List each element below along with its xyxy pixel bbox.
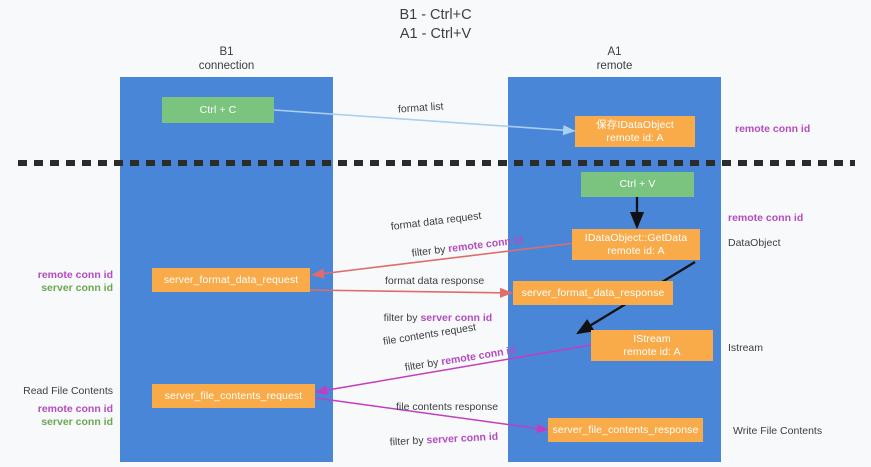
diagram-title: B1 - Ctrl+C A1 - Ctrl+V <box>399 7 472 42</box>
annotation-left-remote-conn-id-2: remote conn id <box>37 403 113 415</box>
annotation-left-server-conn-id-2: server conn id <box>41 416 113 428</box>
box-istream[interactable]: IStream remote id: A <box>591 330 713 361</box>
server-conn-id-key: server conn id <box>420 312 493 324</box>
box-idataobject-getdata[interactable]: IDataObject::GetData remote id: A <box>572 229 700 260</box>
edge-label-format-list: format list <box>397 100 444 116</box>
annotation-remote-conn-id-top: remote conn id <box>735 123 811 135</box>
box-save-idataobject[interactable]: 保存IDataObject remote id: A <box>575 116 695 147</box>
box-server-format-data-response[interactable]: server_format_data_response <box>513 281 673 305</box>
filter-by-text-3: filter by <box>403 356 443 374</box>
edge-label-format-data-response: format data response <box>385 275 485 287</box>
filter-by-text-4: filter by <box>389 434 427 449</box>
box-ctrl-v[interactable]: Ctrl + V <box>581 172 694 197</box>
box-server-format-data-request[interactable]: server_format_data_request <box>152 268 310 292</box>
lane-header-b1: B1 connection <box>198 46 255 72</box>
annotation-left-remote-conn-id: remote conn id <box>37 269 113 281</box>
annotation-dataobject: DataObject <box>728 237 781 249</box>
remote-conn-id-key-2: remote conn id <box>440 344 517 368</box>
box-server-file-contents-request[interactable]: server_file_contents_request <box>152 384 315 408</box>
annotation-read-file-contents: Read File Contents <box>23 385 113 397</box>
edge-label-file-contents-response: file contents response <box>396 401 499 413</box>
remote-conn-id-key: remote conn id <box>447 233 524 256</box>
annotation-istream: Istream <box>728 342 764 354</box>
server-conn-id-key-2: server conn id <box>426 430 499 447</box>
filter-by-text-2: filter by <box>383 312 421 324</box>
annotation-left-server-conn-id: server conn id <box>41 282 113 294</box>
annotation-remote-conn-id-mid: remote conn id <box>728 212 804 224</box>
arrow-format-data-response <box>308 287 513 298</box>
edge-label-format-data-response-filter: filter by server conn id <box>372 297 493 339</box>
annotation-write-file-contents: Write File Contents <box>733 425 823 437</box>
box-server-file-contents-response[interactable]: server_file_contents_response <box>548 418 703 442</box>
lane-header-a1: A1 remote <box>596 46 633 72</box>
edge-label-format-data-request-group: format data request filter by remote con… <box>390 204 526 276</box>
edge-label-file-contents-response-filter: filter by server conn id <box>377 416 499 464</box>
filter-by-text: filter by <box>411 243 449 260</box>
box-ctrl-c[interactable]: Ctrl + C <box>162 97 274 123</box>
